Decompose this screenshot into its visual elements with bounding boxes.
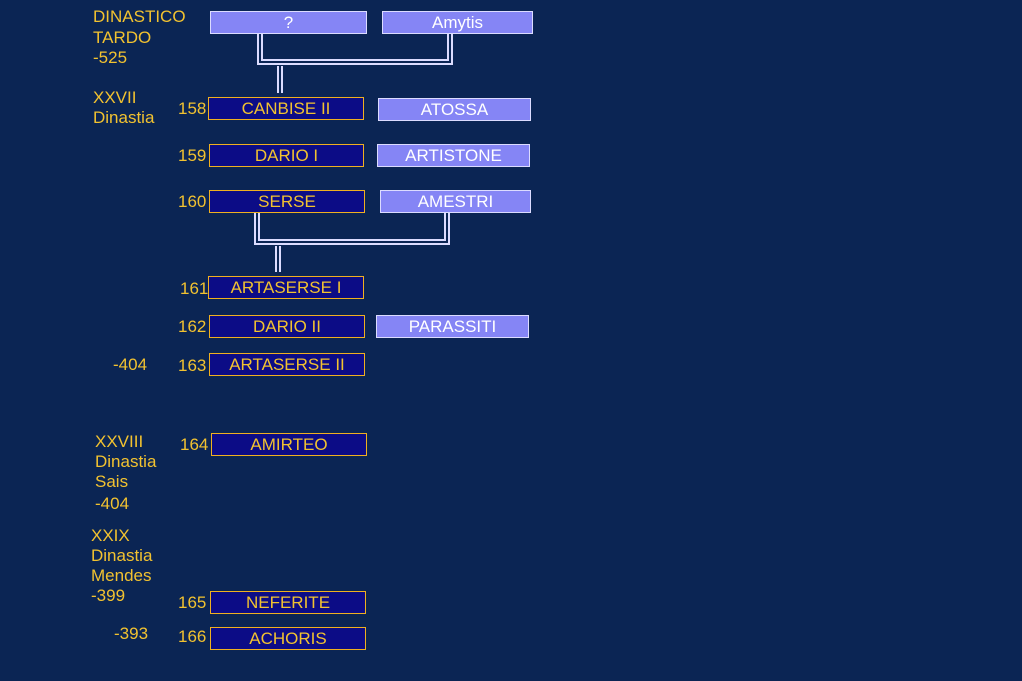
pharaoh-number: 159 xyxy=(178,146,207,165)
pharaoh-number: 162 xyxy=(178,317,207,336)
pharaoh-box: ACHORIS xyxy=(210,627,366,650)
serse-amestri-connector xyxy=(254,213,450,272)
pharaoh-number: 164 xyxy=(180,435,209,454)
dynasty-place-label: Mendes xyxy=(91,566,152,585)
pharaoh-number: 160 xyxy=(178,192,207,211)
pharaoh-box: AMIRTEO xyxy=(211,433,367,456)
dynasty-label: Dinastia xyxy=(91,546,153,565)
pharaoh-number: 158 xyxy=(178,99,207,118)
year-label: -399 xyxy=(91,586,126,605)
pharaoh-box: NEFERITE xyxy=(210,591,366,614)
year-label: -525 xyxy=(93,48,128,67)
year-label: -393 xyxy=(114,624,149,643)
pharaoh-box: CANBISE II xyxy=(208,97,364,120)
pharaoh-box: DARIO II xyxy=(209,315,365,338)
dynasty-label: XXIX xyxy=(91,526,130,545)
parent-mother-box: Amytis xyxy=(382,11,533,34)
pharaoh-box: ARTASERSE II xyxy=(209,353,365,376)
consort-box: ARTISTONE xyxy=(377,144,530,167)
period-label: DINASTICO xyxy=(93,7,186,26)
dynasty-label: Dinastia xyxy=(93,108,155,127)
pharaoh-box: DARIO I xyxy=(209,144,364,167)
parent-father-box: ? xyxy=(210,11,367,34)
pharaoh-number: 163 xyxy=(178,356,207,375)
dynasty-label: XXVII xyxy=(93,88,137,107)
pharaoh-number: 165 xyxy=(178,593,207,612)
year-label: -404 xyxy=(113,355,148,374)
dynasty-place-label: Sais xyxy=(95,472,129,491)
period-label: TARDO xyxy=(93,28,152,47)
year-label: -404 xyxy=(95,494,130,513)
pharaoh-number: 161 xyxy=(180,279,209,298)
pharaoh-number: 166 xyxy=(178,627,207,646)
consort-box: ATOSSA xyxy=(378,98,531,121)
pharaoh-box: ARTASERSE I xyxy=(208,276,364,299)
dynasty-label: Dinastia xyxy=(95,452,157,471)
parents-connector xyxy=(257,34,453,93)
pharaoh-box: SERSE xyxy=(209,190,365,213)
consort-box: PARASSITI xyxy=(376,315,529,338)
dynasty-label: XXVIII xyxy=(95,432,144,451)
consort-box: AMESTRI xyxy=(380,190,531,213)
